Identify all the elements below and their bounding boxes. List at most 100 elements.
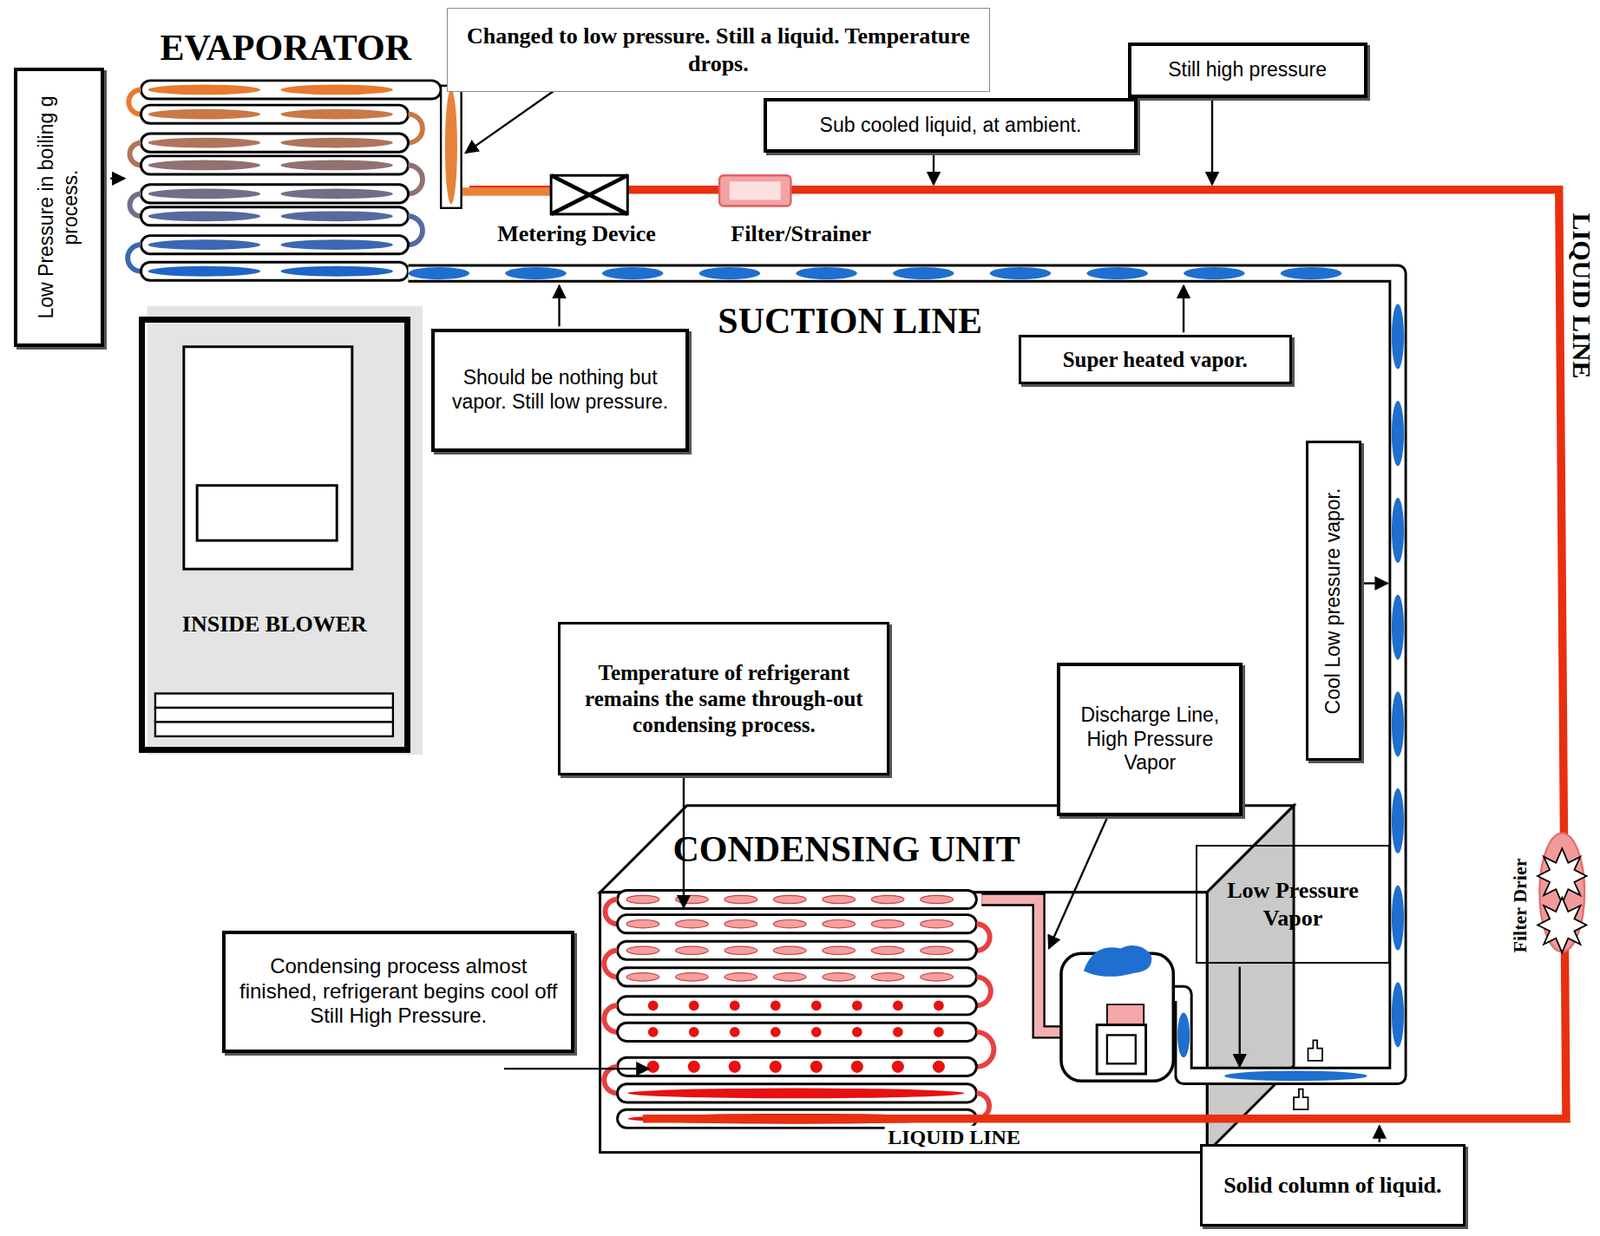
refrigerant [281,239,394,250]
line-label: LIQUID LINE [1567,213,1596,380]
hot-vapor [626,946,660,955]
callout-box: Changed to low pressure. Still a liquid.… [446,7,991,92]
evaporator-bend [130,193,142,217]
condenser-bend [976,924,990,951]
hot-vapor [724,973,758,982]
hot-vapor [675,895,709,904]
blower-panel-window [196,485,337,541]
callout-box: Should be nothing but vapor. Still low p… [431,328,689,453]
evaporator-bend [128,89,141,114]
filter-drier-core [1537,898,1587,953]
suction-vapor [1183,267,1246,280]
unit-top [600,806,1295,893]
metering-device [550,175,628,215]
hot-vapor [724,895,758,904]
condenser-bend [603,950,617,978]
suction-vapor [1391,400,1404,466]
refrigerant [148,85,261,96]
condensing-drop [729,1000,741,1011]
compressor-cap [1083,945,1152,978]
condensing-drop [932,1061,945,1074]
suction-vapor [990,267,1052,280]
suction-vapor [1391,594,1404,660]
hot-vapor [626,920,660,929]
condensing-drop [892,1027,904,1038]
suction-vapor [1391,691,1404,757]
evaporator-bend [127,244,141,272]
note-text: Low Pressure Vapor [1204,877,1381,932]
hot-vapor [822,920,856,929]
blower-shadow [147,306,423,755]
filter-strainer-shine [729,181,781,200]
hot-vapor [871,920,905,929]
discharge-line-outline [981,899,1063,1033]
refrigerant [281,109,394,120]
vertical-note: Cool Low pressure vapor. [1321,447,1346,755]
condensing-drop [892,1000,904,1011]
hot-vapor [822,895,856,904]
note-text: CONDENSING UNIT [673,827,1021,872]
liquid [627,1088,964,1100]
hot-vapor [773,920,807,929]
vertical-note: Low Pressure in boiling g process. [35,74,84,341]
compressor-terminal [1107,1004,1144,1028]
condenser-tube [617,941,978,960]
note-text: Condensing process almost finished, refr… [232,954,564,1030]
callout-box: Super heated vapor. [1018,334,1292,386]
callout-box: Condensing process almost finished, refr… [222,931,575,1054]
condenser-bend [976,977,991,1006]
suction-vapor [1391,788,1404,854]
unit-front [600,892,1208,1154]
evaporator-tube [140,104,408,124]
refrigerant [148,266,261,277]
leader-arrow [557,285,560,327]
suction-vapor [1280,267,1343,280]
leader-arrow [1239,967,1241,1068]
evaporator-bend [408,164,423,194]
metering-device-cross [550,175,628,215]
evaporator-tube [140,184,408,204]
callout-box: Sub cooled liquid, at ambient. [763,98,1139,154]
condensing-drop [647,1061,660,1074]
leader-arrow [465,85,562,154]
note-text: Discharge Line, High Pressure Vapor [1067,703,1233,776]
condenser-tube [617,915,978,934]
refrigerant [148,239,261,250]
condensing-drop [769,1061,782,1074]
evaporator-tube [140,262,408,281]
condenser-tube [617,968,978,987]
condensing-drop [933,1000,945,1011]
blower-grille [155,708,394,722]
condenser-tube [617,1084,978,1103]
evaporator-tube [140,236,408,255]
component-label: Metering Device [497,222,656,248]
callout-box: Temperature of refrigerant remains the s… [557,622,890,775]
suction-vapor [504,267,567,280]
evaporator-bend [408,216,423,245]
refrigerant [281,210,394,222]
hot-vapor [724,946,758,955]
leader-arrow [1182,285,1185,333]
suction-vapor [1391,498,1404,564]
refrigerant [281,160,394,171]
suction-vapor [795,267,858,280]
hot-vapor [871,895,905,904]
condenser-bend [976,1032,994,1068]
hot-vapor [724,920,758,929]
component-title: EVAPORATOR [160,27,412,68]
condensing-drop [688,1027,700,1038]
callout-box: Still high pressure [1127,42,1368,99]
compressor-box-inner [1107,1035,1136,1064]
unit-housing: CONDENSING UNIT [600,806,1295,893]
leader-arrow [504,1068,650,1070]
hot-vapor [773,946,807,955]
condensing-drop [852,1027,863,1038]
refrigerant [148,189,261,200]
service-valve [1293,1089,1308,1111]
condensing-drop [688,1061,701,1074]
discharge-line [981,899,1063,1033]
filter-strainer [719,175,791,206]
compressor-box [1096,1025,1146,1075]
refrigerant [281,189,394,200]
